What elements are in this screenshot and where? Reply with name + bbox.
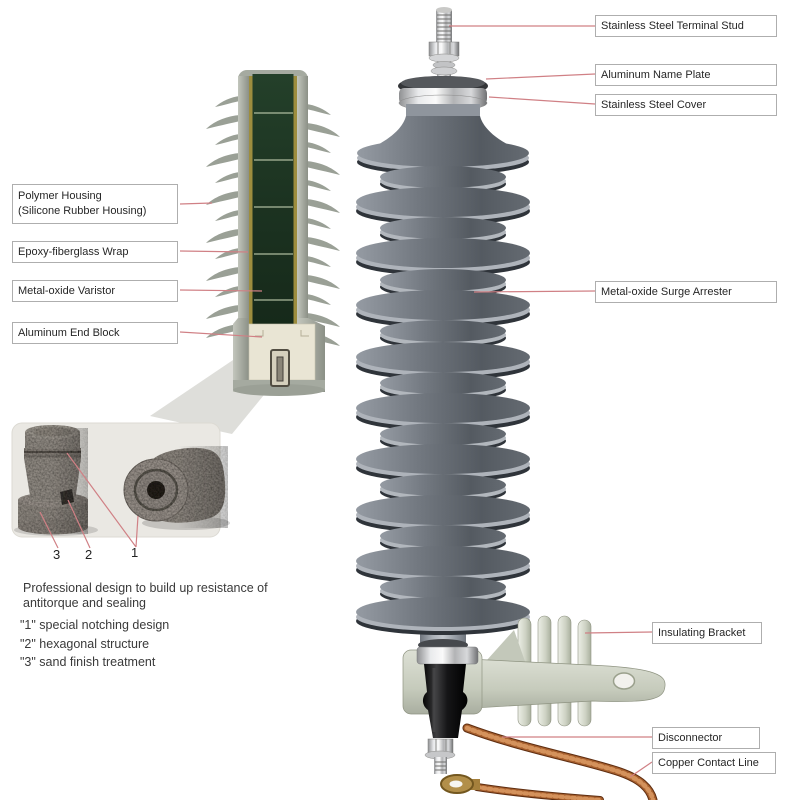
varistor-block-upright: [18, 425, 88, 535]
varistor-column: [252, 74, 294, 330]
housing-sheds: [356, 166, 530, 635]
surge-arrester: [356, 7, 666, 800]
label-epoxy-fiberglass-wrap: Epoxy-fiberglass Wrap: [12, 241, 178, 263]
cutaway-wall-left: [238, 76, 249, 330]
fiberglass-wrap-left: [249, 76, 253, 328]
label-aluminum-name-plate: Aluminum Name Plate: [595, 64, 777, 86]
callout-number-1: 1: [131, 545, 139, 560]
bracket-mounting-hole: [612, 672, 636, 690]
bottom-fitting: [416, 639, 479, 665]
label-metal-oxide-surge-arrester: Metal-oxide Surge Arrester: [595, 281, 777, 303]
label-copper-contact-line: Copper Contact Line: [652, 752, 776, 774]
leader-lines: [179, 25, 653, 778]
label-stainless-steel-terminal-stud: Stainless Steel Terminal Stud: [595, 15, 777, 37]
label-aluminum-end-block: Aluminum End Block: [12, 322, 178, 344]
cutaway-wall-right: [297, 76, 308, 330]
terminal-stud: [436, 7, 452, 44]
ring-terminal: [440, 774, 480, 794]
label-stainless-steel-cover: Stainless Steel Cover: [595, 94, 777, 116]
inset-callout-lines: [39, 452, 139, 549]
varistor-block-side: [123, 446, 228, 528]
bottom-stud: [424, 738, 456, 774]
note-item-3: "3" sand finish treatment: [20, 655, 156, 669]
housing-top-bell: [357, 104, 529, 175]
fiberglass-wrap-right: [293, 76, 297, 328]
cutaway-view: [206, 70, 340, 396]
label-metal-oxide-varistor: Metal-oxide Varistor: [12, 280, 178, 302]
disconnector-body: [422, 664, 468, 738]
terminal-nut: [428, 41, 460, 78]
label-insulating-bracket: Insulating Bracket: [652, 622, 762, 644]
callout-number-2: 2: [85, 547, 93, 562]
note-item-1: "1" special notching design: [20, 618, 170, 632]
notes-intro: Professional design to build up resistan…: [23, 581, 268, 610]
varistor-divisions: [254, 112, 293, 301]
varistor-blocks-photo: [11, 422, 230, 549]
callout-number-3: 3: [53, 547, 61, 562]
note-item-2: "2" hexagonal structure: [20, 637, 150, 651]
label-disconnector: Disconnector: [652, 727, 760, 749]
label-polymer-housing: Polymer Housing (Silicone Rubber Housing…: [12, 184, 178, 224]
copper-contact-line-braid: [462, 723, 658, 800]
